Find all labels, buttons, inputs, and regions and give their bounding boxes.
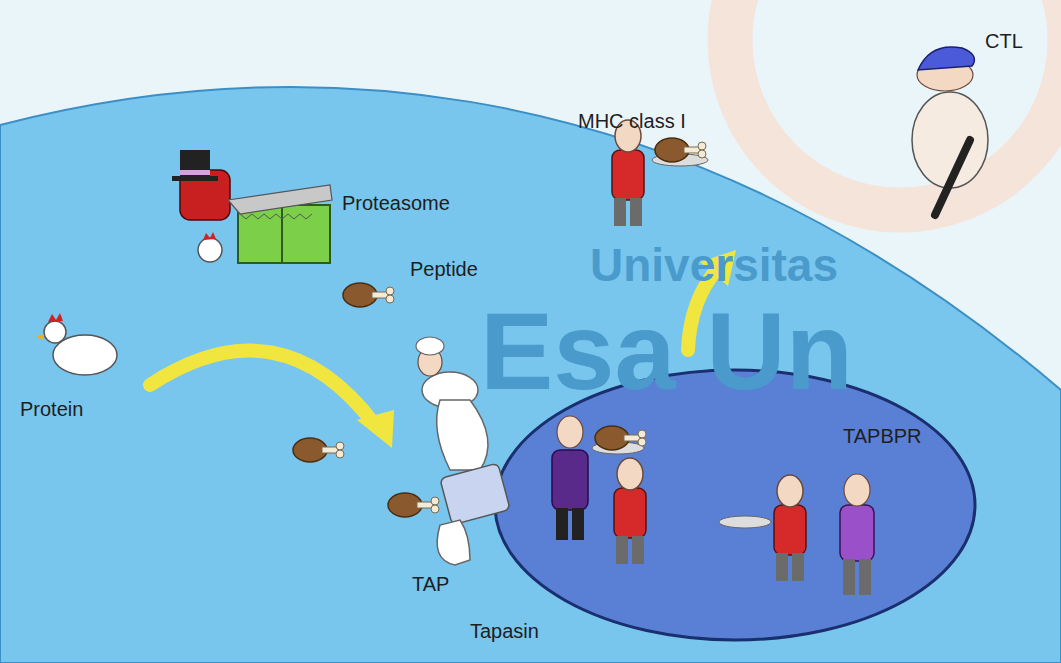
watermark: Universitas	[590, 240, 838, 291]
chicken	[36, 313, 117, 375]
molecule-label: Protein	[20, 398, 83, 420]
watermark: Esa Un	[480, 290, 853, 411]
proteasome	[172, 150, 332, 263]
ctl-officer	[912, 47, 988, 215]
molecule-label: TAP	[412, 573, 449, 595]
part-label: Proteasome	[342, 192, 450, 214]
cell	[0, 87, 1061, 663]
tapbpr-figure	[719, 474, 874, 595]
cell-label: CTL	[985, 30, 1023, 52]
part-label: Peptide	[410, 258, 478, 280]
molecule-label: MHC class I	[578, 110, 686, 132]
molecule-label: TAPBPR	[843, 425, 922, 447]
molecule-label: Tapasin	[470, 620, 539, 642]
